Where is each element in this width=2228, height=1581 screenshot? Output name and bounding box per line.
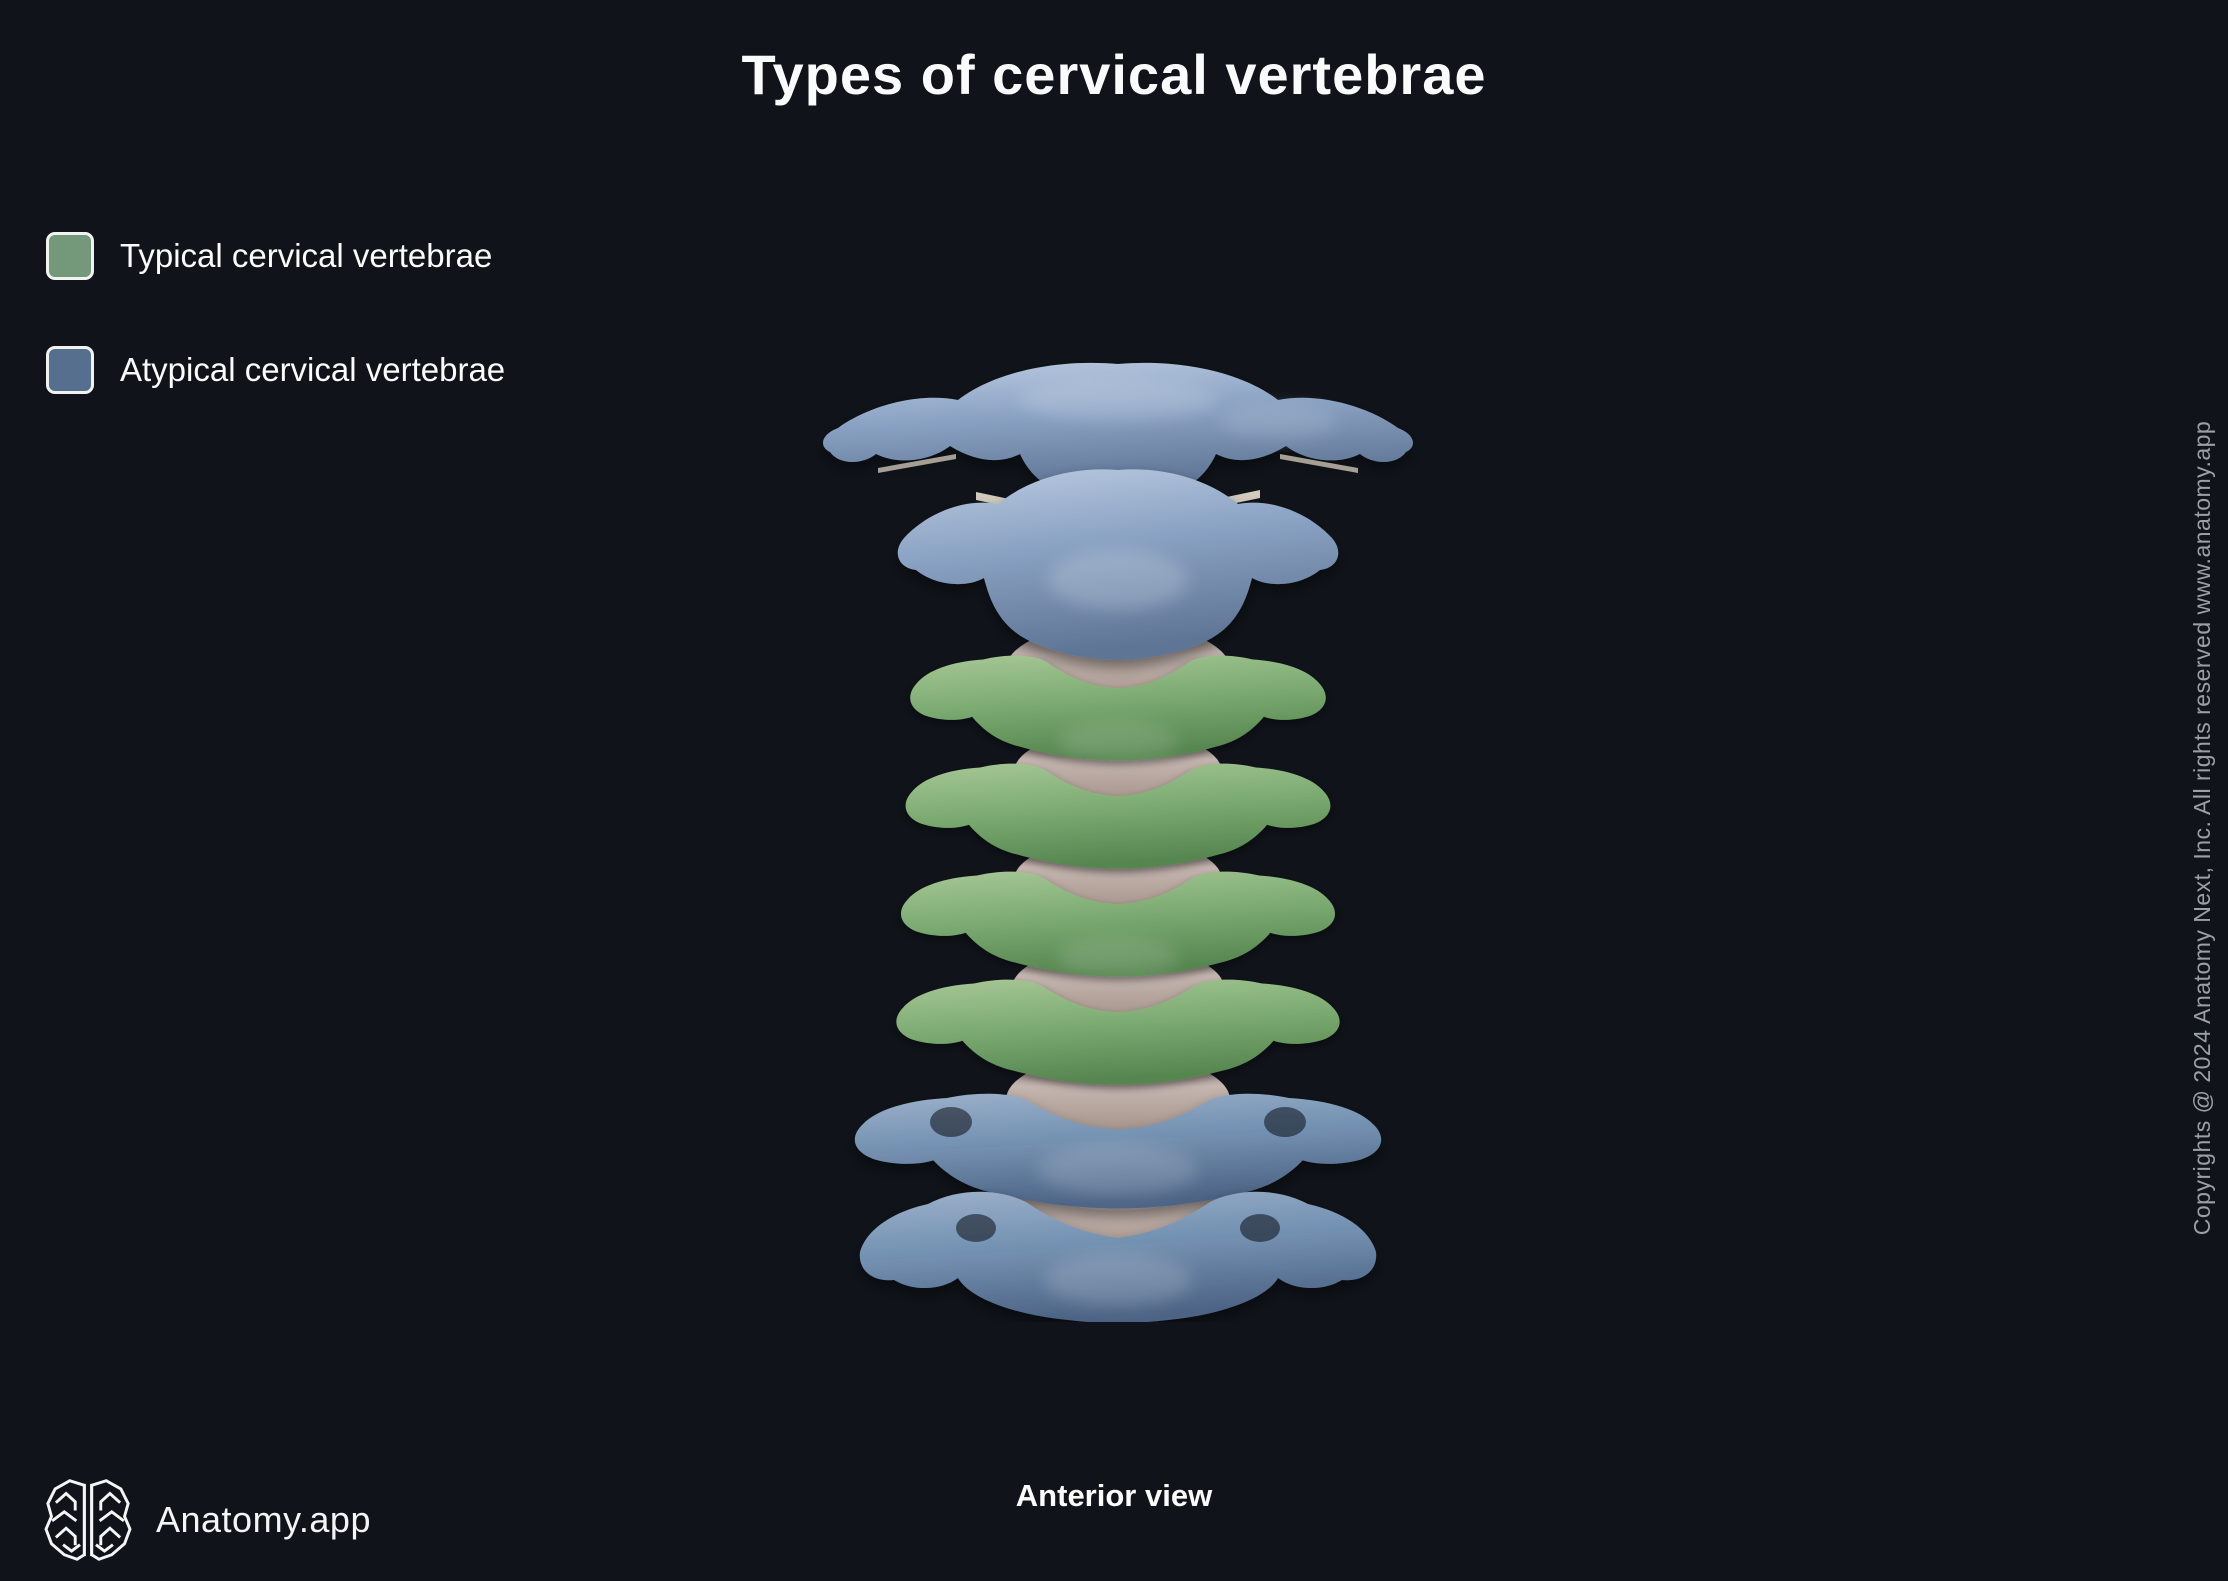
legend-item-label: Typical cervical vertebrae (120, 237, 493, 274)
page-title: Types of cervical vertebrae (741, 43, 1487, 106)
legend-item-atypical: Atypical cervical vertebrae (46, 344, 505, 396)
view-caption: Anterior view (1015, 1478, 1213, 1513)
typical-color-swatch (46, 232, 94, 280)
copyright-watermark: Copyrights @ 2024 Anatomy Next, Inc. All… (2189, 420, 2215, 1236)
brand-footer: Anatomy.app (42, 1478, 371, 1562)
legend-item-label: Atypical cervical vertebrae (120, 351, 506, 388)
atypical-color-swatch (46, 346, 94, 394)
axis-vertebra (897, 469, 1339, 660)
cervical-spine-illustration (808, 342, 1428, 1323)
legend: Typical cervical vertebrae Atypical cerv… (46, 230, 505, 458)
typical-vertebrae-group (896, 655, 1340, 1085)
c7-vertebra (854, 1093, 1382, 1209)
atlas-vertebra (823, 362, 1413, 494)
lowest-vertebra (859, 1191, 1377, 1323)
legend-item-typical: Typical cervical vertebrae (46, 230, 505, 282)
cervical-spine-svg (823, 362, 1413, 1323)
atypical-lower-vertebrae-group (854, 1093, 1382, 1323)
brand-name: Anatomy.app (156, 1499, 371, 1540)
brain-logo-icon (44, 1479, 132, 1561)
